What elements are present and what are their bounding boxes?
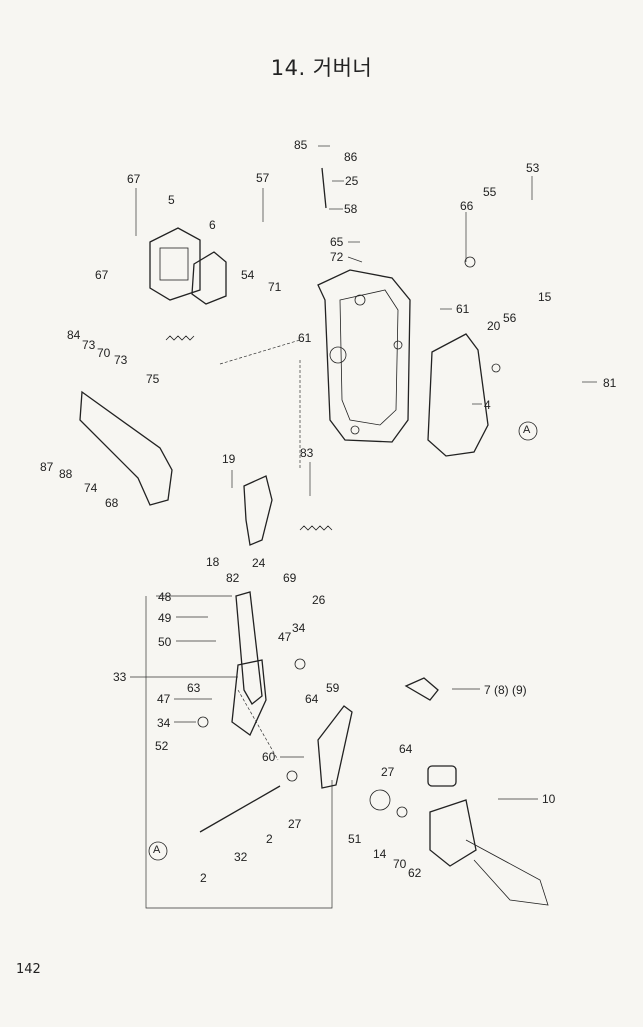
part-number: 86 xyxy=(344,150,358,164)
part-number: 25 xyxy=(345,174,359,188)
part-number: 74 xyxy=(84,481,98,495)
part-number: 81 xyxy=(603,376,617,390)
part-number: 56 xyxy=(503,311,517,325)
part-number: 87 xyxy=(40,460,54,474)
part-number: 84 xyxy=(67,328,81,342)
part-number: 24 xyxy=(252,556,266,570)
part-number: 32 xyxy=(234,850,248,864)
part-number: 69 xyxy=(283,571,297,585)
part-number: 61 xyxy=(456,302,470,316)
part-number: 10 xyxy=(542,792,556,806)
part-number: 34 xyxy=(157,716,171,730)
part-number: 19 xyxy=(222,452,236,466)
part-number: 62 xyxy=(408,866,422,880)
part-number: 27 xyxy=(381,765,395,779)
spring xyxy=(165,335,195,341)
part-number: 18 xyxy=(206,555,220,569)
spring xyxy=(299,525,333,531)
part-number: 61 xyxy=(298,331,312,345)
part-number: 65 xyxy=(330,235,344,249)
governor-lever xyxy=(243,475,273,546)
fork-lever xyxy=(231,659,267,736)
reference-marker: A xyxy=(153,844,161,856)
adjust-screw xyxy=(321,167,327,209)
part-number: 75 xyxy=(146,372,160,386)
part-number: 14 xyxy=(373,847,387,861)
part-number: 59 xyxy=(326,681,340,695)
housing-gasket xyxy=(427,333,489,457)
part-number: 15 xyxy=(538,290,552,304)
part-number: 4 xyxy=(484,398,491,412)
part-number: 54 xyxy=(241,268,255,282)
pump-body xyxy=(427,765,549,906)
cover-plate xyxy=(149,227,201,301)
part-number: 5 xyxy=(168,193,175,207)
governor-housing xyxy=(317,269,411,443)
part-number: 34 xyxy=(292,621,306,635)
part-number: 6 xyxy=(209,218,216,232)
part-number: 58 xyxy=(344,202,358,216)
part-number: 82 xyxy=(226,571,240,585)
shaft-lever xyxy=(317,705,353,789)
part-number: 63 xyxy=(187,681,201,695)
page-title: 14. 거버너 xyxy=(270,56,373,80)
part-number: 2 xyxy=(200,871,207,885)
part-number: 73 xyxy=(82,338,96,352)
part-number: 2 xyxy=(266,832,273,846)
part-number: 55 xyxy=(483,185,497,199)
part-number: 67 xyxy=(95,268,109,282)
stop-lever xyxy=(404,677,439,701)
control-lever xyxy=(79,390,173,506)
cover-gasket xyxy=(191,251,227,305)
part-number: 60 xyxy=(262,750,276,764)
governor-shaft xyxy=(199,785,281,833)
part-number: 83 xyxy=(300,446,314,460)
part-number: 27 xyxy=(288,817,302,831)
part-number: 88 xyxy=(59,467,73,481)
part-number: 48 xyxy=(158,590,172,604)
part-number: 66 xyxy=(460,199,474,213)
part-number: 51 xyxy=(348,832,362,846)
part-number: 64 xyxy=(399,742,413,756)
part-number: 52 xyxy=(155,739,169,753)
part-number: 33 xyxy=(113,670,127,684)
part-number: 53 xyxy=(526,161,540,175)
part-number: 73 xyxy=(114,353,128,367)
part-number: 68 xyxy=(105,496,119,510)
part-number: 20 xyxy=(487,319,501,333)
part-number: 85 xyxy=(294,138,308,152)
part-number: 64 xyxy=(305,692,319,706)
part-number: 70 xyxy=(97,346,111,360)
part-number: 72 xyxy=(330,250,344,264)
part-number: 50 xyxy=(158,635,172,649)
part-number: 26 xyxy=(312,593,326,607)
reference-marker: A xyxy=(523,424,531,436)
page-number: 142 xyxy=(16,962,41,977)
part-number: 7 (8) (9) xyxy=(484,683,527,697)
part-number: 47 xyxy=(278,630,292,644)
part-number: 71 xyxy=(268,280,282,294)
part-number: 57 xyxy=(256,171,270,185)
part-number: 67 xyxy=(127,172,141,186)
part-number: 49 xyxy=(158,611,172,625)
part-number: 47 xyxy=(157,692,171,706)
part-number: 70 xyxy=(393,857,407,871)
tension-lever xyxy=(235,591,263,705)
